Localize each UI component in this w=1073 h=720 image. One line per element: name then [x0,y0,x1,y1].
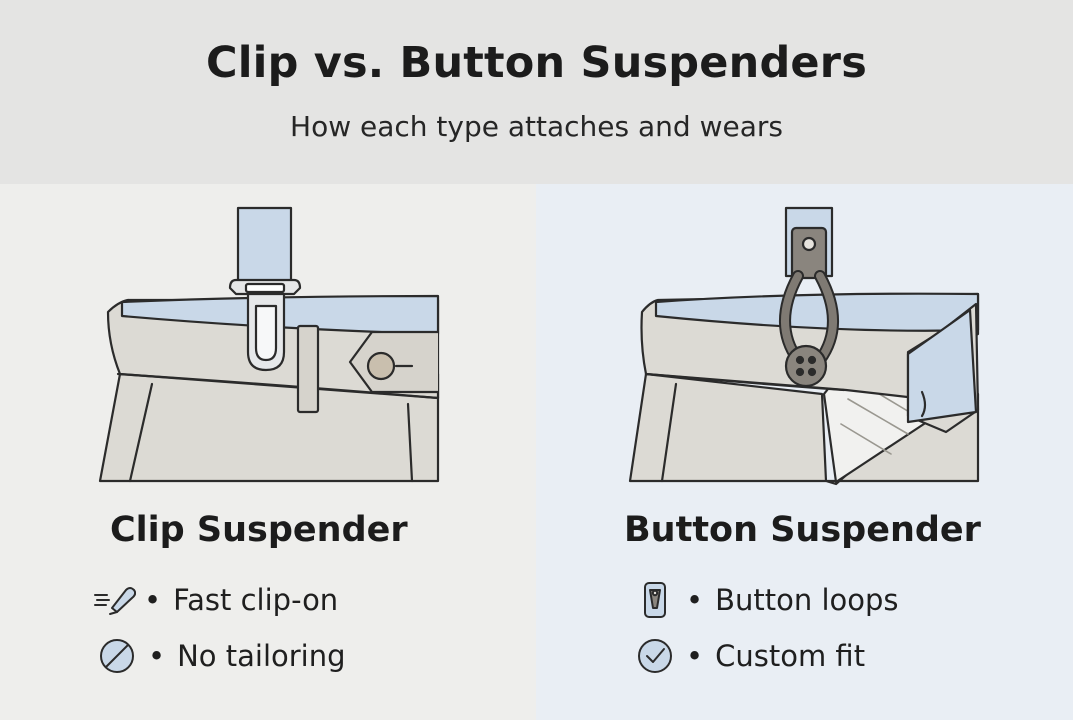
feature-label: Button loops [715,583,899,617]
feature-label: Custom fit [715,639,866,673]
bullet: • [686,639,704,673]
clip-suspender-title: Clip Suspender [110,510,408,550]
button-suspender-title: Button Suspender [624,510,981,550]
feature-label: No tailoring [177,639,346,673]
leather-tab [790,226,828,280]
page-subtitle: How each type attaches and wears [290,110,783,143]
bullet: • [144,583,162,617]
feature-label: Fast clip-on [173,583,339,617]
belt-loop [296,324,320,414]
check-circle-icon [638,639,672,673]
suspender-button [784,344,828,388]
clip-suspender-illustration [98,206,440,483]
feature-no-tailoring: • No tailoring [96,634,346,678]
page-title: Clip vs. Button Suspenders [205,38,867,88]
suspender-strap [236,206,293,292]
inner-flap [906,308,978,424]
button-loop-icon [644,582,666,618]
clip-suspender-panel: Clip Suspender • Fast clip-on • No tailo… [0,184,536,720]
header: Clip vs. Button Suspenders How each type… [0,0,1073,184]
feature-custom-fit: • Custom fit [634,634,865,678]
button-suspender-illustration [628,206,980,486]
feature-fast-clip-on: • Fast clip-on [92,578,338,622]
feature-button-loops: • Button loops [634,578,899,622]
waistband-lining [654,292,980,332]
button-suspender-panel: Button Suspender • Button loops • Custom… [536,184,1073,720]
no-symbol-icon [100,639,134,673]
bullet: • [686,583,704,617]
fast-clip-icon [94,587,136,615]
bullet: • [148,639,166,673]
waist-button [366,351,396,381]
